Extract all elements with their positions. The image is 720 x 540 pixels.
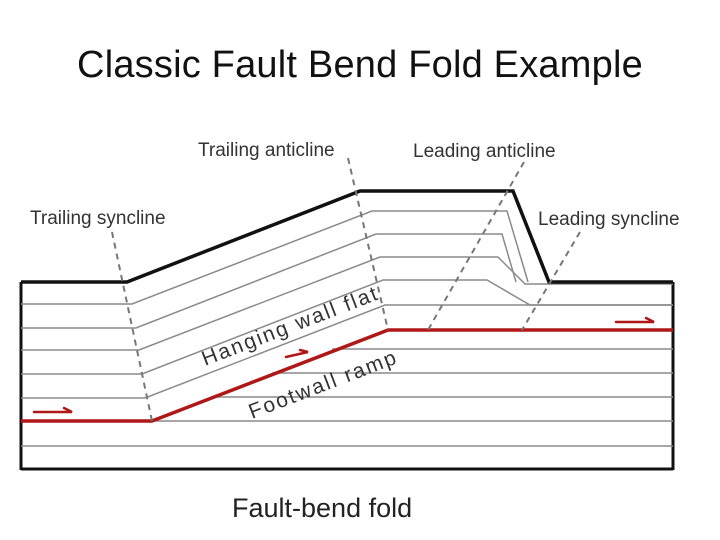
slip-arrow (32, 406, 73, 414)
leading-anticline-label: Leading anticline (413, 141, 556, 162)
hanging-wall-flat-label: Hanging wall flat (199, 282, 383, 371)
trailing-syncline-axial-trace (111, 231, 153, 422)
slide-title: Classic Fault Bend Fold Example (77, 44, 643, 86)
slip-arrows (32, 316, 655, 414)
fault-line (21, 328, 673, 423)
diagram-caption: Fault-bend fold (232, 493, 412, 523)
axial-traces (111, 157, 581, 422)
leading-syncline-axial-trace (521, 231, 581, 331)
leading-syncline-label: Leading syncline (538, 209, 680, 230)
footwall-layers (21, 348, 673, 447)
slip-arrow (614, 316, 655, 324)
footwall-ramp-label: Footwall ramp (246, 346, 402, 424)
hanging-wall-layer (21, 233, 517, 329)
slip-arrow (284, 348, 309, 359)
hanging-wall-layer (21, 256, 673, 351)
trailing-syncline-label: Trailing syncline (30, 208, 166, 229)
trailing-anticline-axial-trace (347, 157, 389, 331)
trailing-anticline-label: Trailing anticline (198, 140, 335, 161)
hanging-wall-layer (21, 210, 529, 305)
top-surface (21, 189, 673, 284)
